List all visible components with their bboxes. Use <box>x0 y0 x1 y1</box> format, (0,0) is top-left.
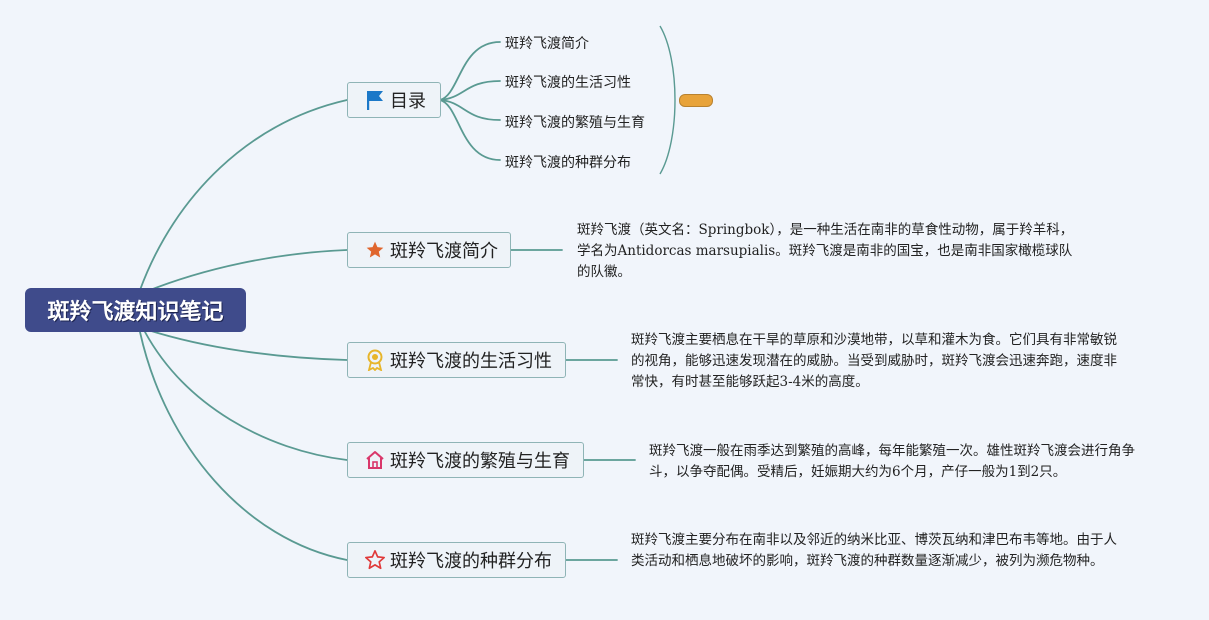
link-toc-item-1 <box>439 41 501 101</box>
topic-habits-description: 斑羚飞渡主要栖息在干旱的草原和沙漠地带，以草和灌木为食。它们具有非常敏锐的视角，… <box>631 332 1117 390</box>
topic-habits[interactable]: 斑羚飞渡的生活习性 <box>347 342 566 378</box>
link-root-topic-3 <box>144 331 348 461</box>
topic-toc[interactable]: 目录 <box>347 82 441 118</box>
topic-intro[interactable]: 斑羚飞渡简介 <box>347 232 511 268</box>
topic-distribution[interactable]: 斑羚飞渡的种群分布 <box>347 542 566 578</box>
link-toc-item-2 <box>439 80 501 101</box>
toc-item-3[interactable]: 斑羚飞渡的繁殖与生育 <box>505 115 645 131</box>
toc-item-4[interactable]: 斑羚飞渡的种群分布 <box>505 155 631 171</box>
summary-bracket <box>659 25 676 175</box>
link-root-topic-4 <box>139 331 348 561</box>
topic-intro-description: 斑羚飞渡（英文名：Springbok），是一种生活在南非的草食性动物，属于羚羊科… <box>577 222 1074 280</box>
link-root-toc <box>139 99 348 291</box>
star-outline-icon <box>364 549 386 571</box>
topic-distribution-label: 斑羚飞渡的种群分布 <box>390 551 552 572</box>
topic-habits-label: 斑羚飞渡的生活习性 <box>390 351 552 372</box>
root-topic[interactable]: 斑羚飞渡知识笔记 <box>25 288 246 332</box>
topic-distribution-description: 斑羚飞渡主要分布在南非以及邻近的纳米比亚、博茨瓦纳和津巴布韦等地。由于人类活动和… <box>631 532 1117 569</box>
link-root-topic-1 <box>144 249 348 293</box>
star-filled-icon <box>364 239 386 261</box>
topic-breeding-label: 斑羚飞渡的繁殖与生育 <box>390 451 570 472</box>
link-toc-item-3 <box>439 99 501 121</box>
link-root-topic-2 <box>147 329 348 361</box>
topic-breeding-description: 斑羚飞渡一般在雨季达到繁殖的高峰，每年能繁殖一次。雄性斑羚飞渡会进行角争斗，以争… <box>649 443 1135 480</box>
topic-breeding[interactable]: 斑羚飞渡的繁殖与生育 <box>347 442 584 478</box>
home-icon <box>364 449 386 471</box>
summary-node[interactable] <box>679 94 713 107</box>
toc-item-1[interactable]: 斑羚飞渡简介 <box>505 36 589 52</box>
toc-item-2[interactable]: 斑羚飞渡的生活习性 <box>505 75 631 91</box>
root-topic-label: 斑羚飞渡知识笔记 <box>47 300 224 325</box>
flag-icon <box>364 89 386 111</box>
award-ribbon-icon <box>364 349 386 371</box>
topic-toc-label: 目录 <box>390 91 426 112</box>
topic-intro-label: 斑羚飞渡简介 <box>390 241 498 262</box>
link-toc-item-4 <box>439 99 501 161</box>
